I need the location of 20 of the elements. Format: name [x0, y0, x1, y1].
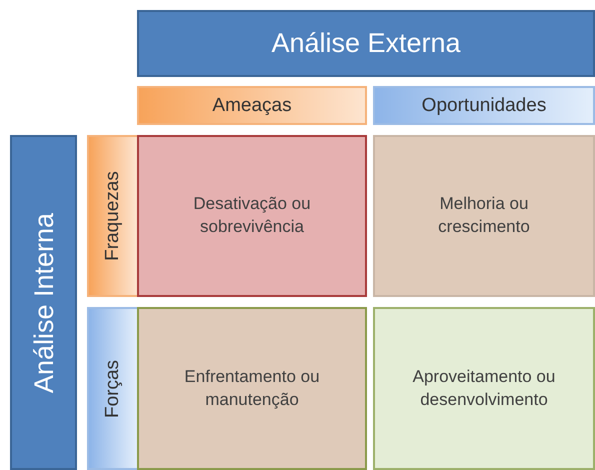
row-header — [87, 307, 139, 470]
quadrant-box — [373, 307, 595, 470]
quadrant-box — [137, 307, 367, 470]
cell-text: Melhoria ou crescimento — [437, 193, 531, 238]
column-header — [137, 86, 367, 125]
row-header — [87, 135, 139, 297]
cell-text: Análise Externa — [271, 27, 461, 60]
cell-text: Enfrentamento ou manutenção — [183, 366, 321, 411]
header-bar — [137, 10, 595, 77]
cell-text: Oportunidades — [422, 94, 546, 118]
quadrant-box — [373, 135, 595, 297]
cell-text: Aproveitamento ou desenvolvimento — [412, 366, 556, 410]
side-bar — [10, 135, 77, 470]
cell-text: Ameaças — [212, 94, 292, 118]
row-title: Análise Interna — [27, 212, 60, 393]
quadrant-box — [137, 135, 367, 297]
row-title: Forças — [101, 359, 124, 418]
cell-text: Desativação ou sobrevivência — [192, 193, 312, 238]
column-header — [373, 86, 595, 125]
row-title: Fraquezas — [101, 171, 124, 261]
